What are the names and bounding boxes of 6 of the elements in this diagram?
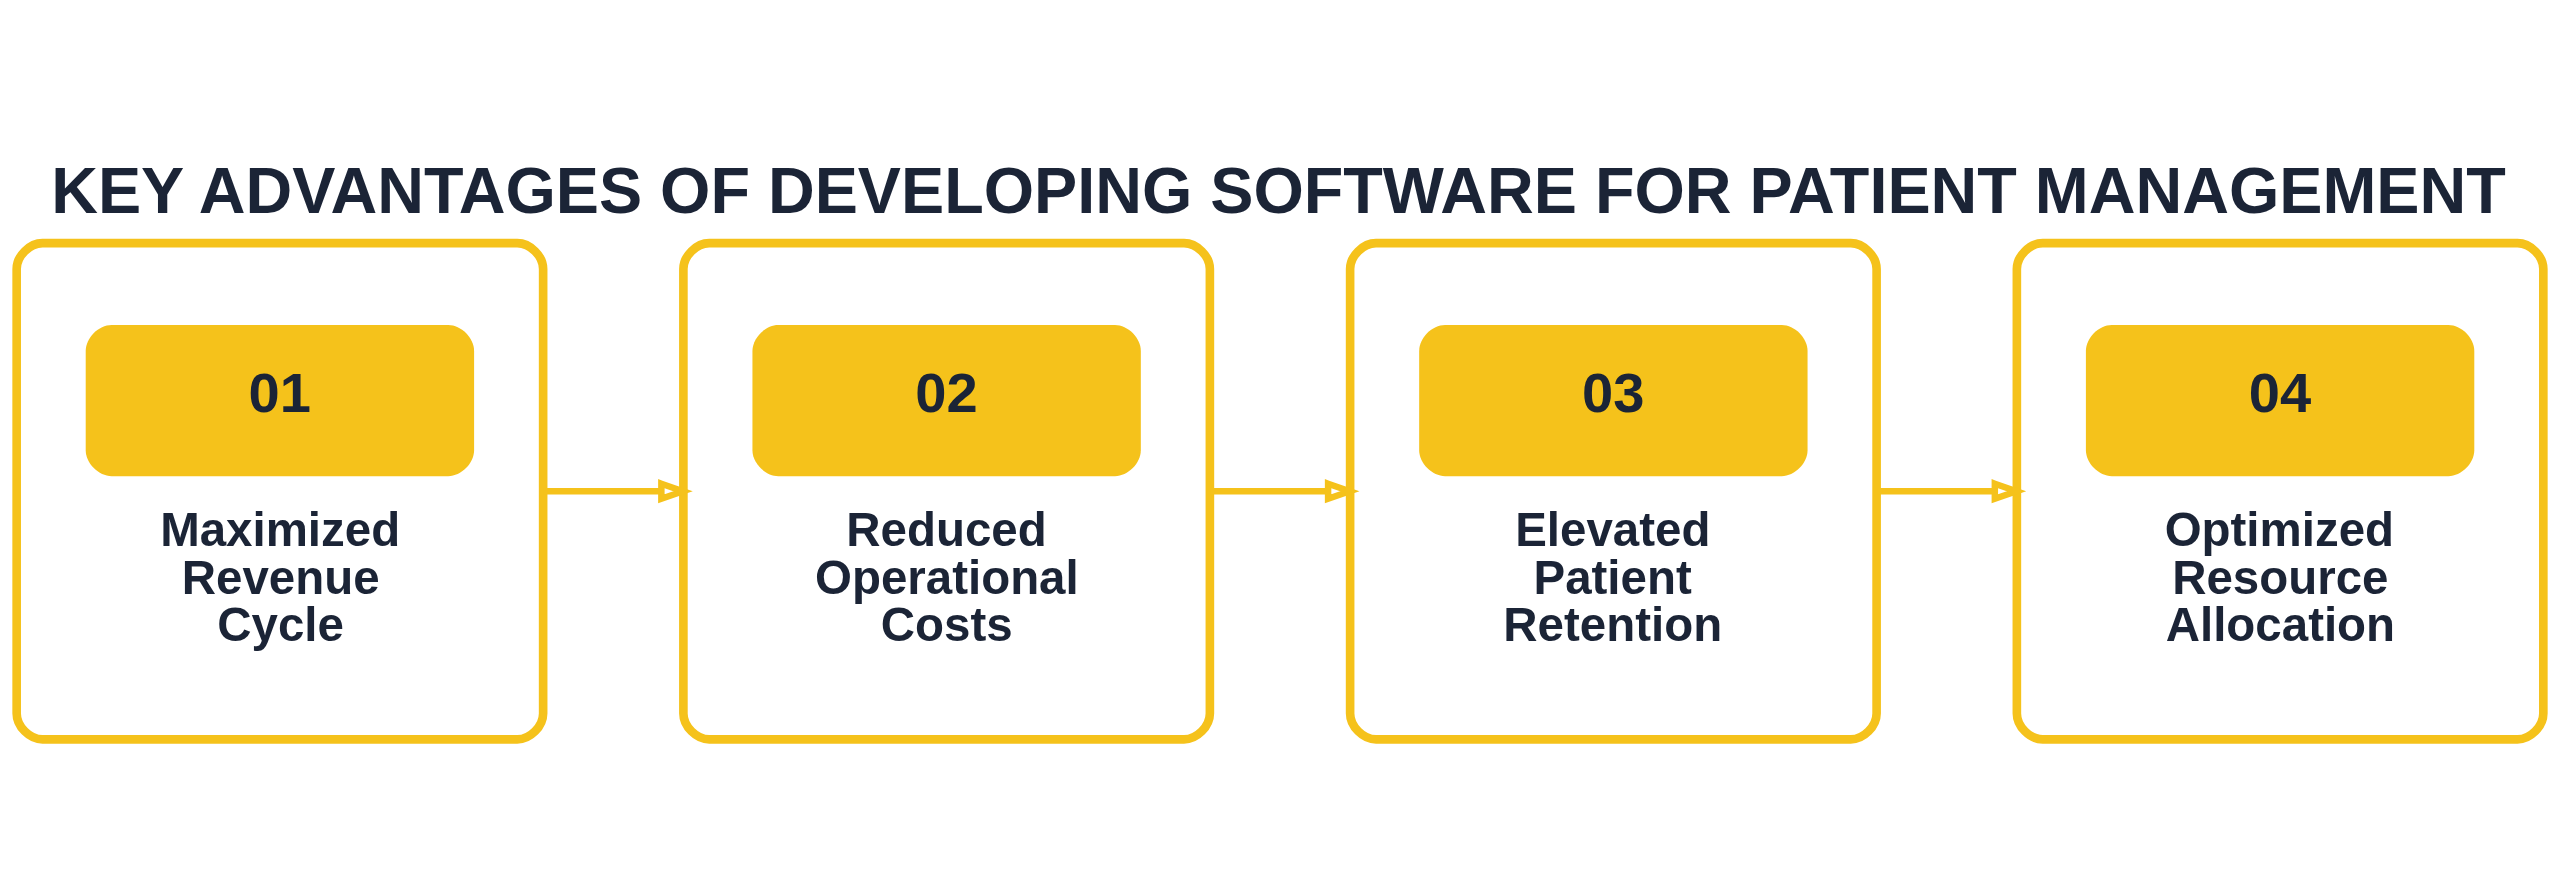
node-box: 03 Elevated Patient Retention [1345,238,1881,744]
diagram-title: KEY ADVANTAGES OF DEVELOPING SOFTWARE FOR PATIENT MANAGEMENT [51,153,2506,227]
node-box: 04 Optimized Resource Allocation [2012,238,2548,744]
arrow [1877,479,2027,504]
node-box: 02 Reduced Operational Costs [679,238,1215,744]
node-box: 01 Maximized Revenue Cycle [12,238,548,744]
